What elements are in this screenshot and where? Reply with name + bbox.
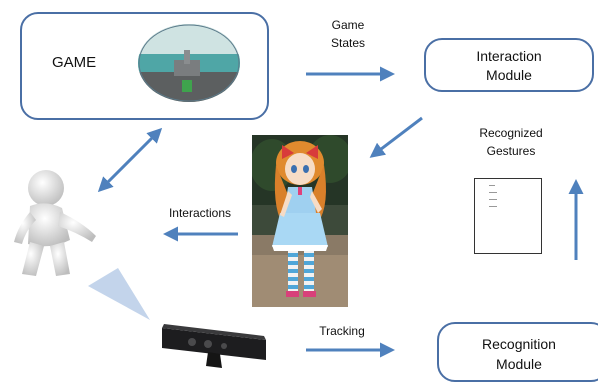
interaction-module-line2: Module: [486, 67, 532, 83]
recognition-module-line1: Recognition: [482, 336, 556, 352]
doc-line: [489, 206, 497, 207]
recognized-gestures-line2: Gestures: [486, 144, 536, 158]
arrow-person-game: [97, 127, 163, 193]
person-figure: [14, 170, 96, 276]
recognition-module-line2: Module: [496, 356, 542, 372]
game-screenshot: [138, 24, 240, 102]
sensor-beam: [88, 268, 150, 320]
tracking-label: Tracking: [319, 324, 365, 338]
recognition-module-box: Recognition Module: [437, 322, 598, 382]
anime-character-image: [252, 135, 348, 307]
connector-layer: [88, 66, 584, 358]
doc-line: [489, 192, 497, 193]
interaction-module-line1: Interaction: [476, 48, 542, 64]
striped-stockings: [288, 251, 314, 291]
doc-line: [489, 185, 495, 186]
interaction-module-box: Interaction Module: [424, 38, 594, 92]
gesture-document: [474, 178, 542, 254]
doc-line: [489, 199, 497, 200]
game-states-line1: Game: [331, 18, 365, 32]
kinect-sensor: [162, 324, 266, 368]
arrow-interaction-to-character: [369, 116, 423, 158]
game-states-line2: States: [330, 36, 366, 50]
game-label: GAME: [52, 54, 97, 71]
recognized-gestures-line1: Recognized: [479, 126, 543, 140]
game-box: GAME: [20, 12, 269, 120]
interactions-label: Interactions: [168, 206, 232, 220]
